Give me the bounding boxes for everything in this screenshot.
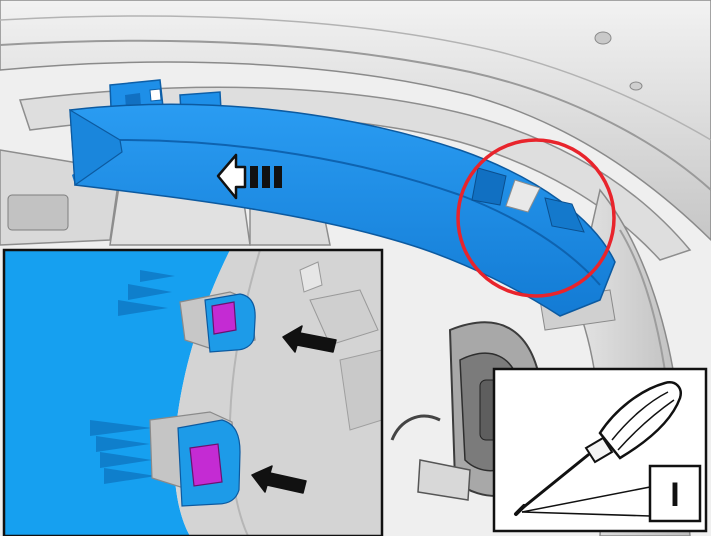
- tool-inset: I: [492, 367, 708, 533]
- arrow-left-icon: [282, 325, 337, 353]
- detail-inset: [2, 248, 384, 536]
- lower-clip: [149, 411, 241, 507]
- arrow-left-icon: [251, 465, 307, 494]
- upper-clip: [179, 291, 256, 353]
- tool-type-box: [648, 464, 702, 523]
- trim-panel: [69, 79, 616, 317]
- arrow-left-icon: [216, 153, 282, 200]
- tool-type-label: I: [670, 476, 679, 514]
- highlight-circle: [456, 138, 616, 298]
- screwdriver-icon: [514, 381, 682, 517]
